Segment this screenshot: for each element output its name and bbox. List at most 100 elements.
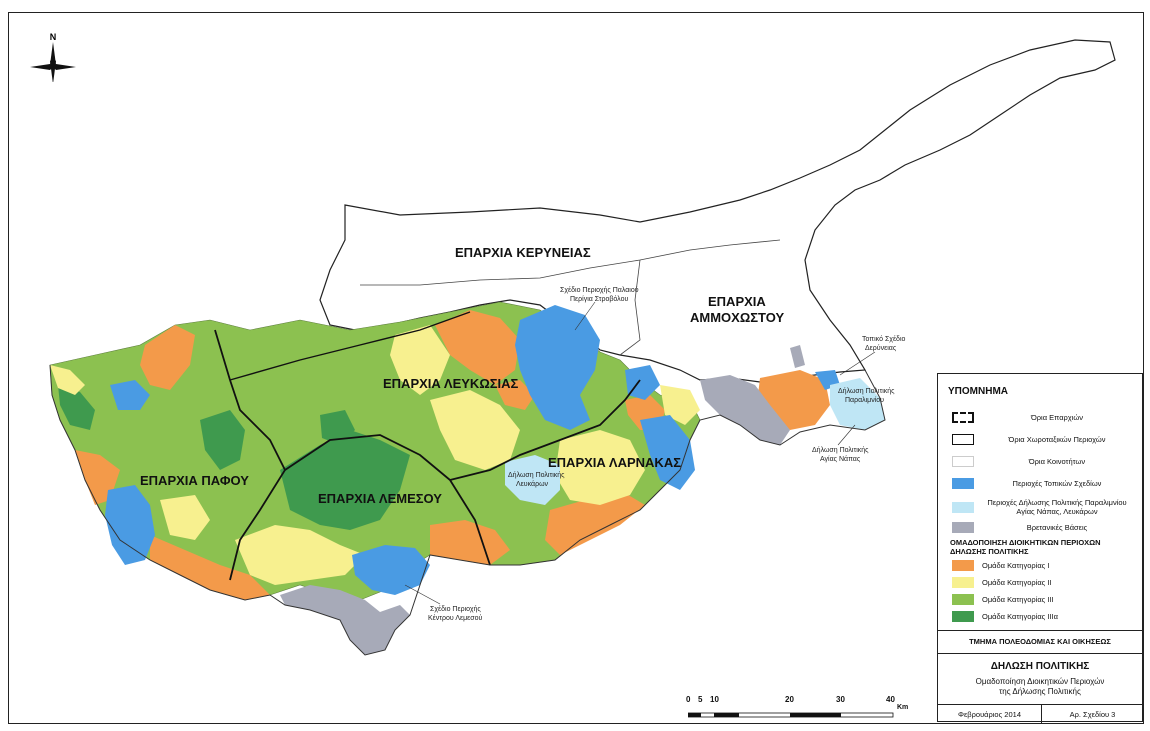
label-kyrenia: ΕΠΑΡΧΙΑ ΚΕΡΥΝΕΙΑΣ [455, 245, 591, 260]
cat1-chrysochous [140, 325, 195, 390]
famagusta-boundary [619, 259, 641, 356]
leader-agianapa [837, 424, 856, 446]
legend-item-cat1: Ομάδα Κατηγορίας I [952, 560, 1102, 571]
label-famagusta-1: ΕΠΑΡΧΙΑ [708, 294, 766, 309]
leader-paleometocho [574, 301, 596, 331]
annot-agianapa-2: Αγίας Νάπας [820, 455, 861, 463]
plan-date: Φεβρουάριος 2014 [957, 710, 1021, 719]
scale-unit: Km [897, 704, 909, 711]
cat1-nicosia-east [495, 380, 535, 410]
legend-item-cat2: Ομάδα Κατηγορίας II [952, 577, 1102, 588]
cat2-larnaca [555, 430, 645, 505]
legend-footer-separator [1041, 704, 1042, 723]
cat3a-west [58, 385, 95, 430]
legend-swatch [952, 456, 974, 467]
legend-title: ΥΠΟΜΝΗΜΑ [948, 386, 1008, 397]
cat3a-paphos-forest [200, 410, 245, 470]
annot-paleometocho-2: Περίγια Στροβόλου [570, 295, 628, 303]
legend-swatch [952, 560, 974, 571]
district-boundary-nicosia [229, 311, 471, 381]
cat1-paphos-south [150, 535, 270, 600]
drawing-number: Αρ. Σχεδίου 3 [1069, 710, 1116, 719]
cat2-nicosia-south [430, 390, 520, 470]
scale-tick-40: 40 [886, 695, 895, 704]
local-plan-larnaca [640, 415, 695, 490]
scale-tick-5: 5 [698, 695, 703, 704]
legend-label: Όρια Κοινοτήτων [1028, 457, 1086, 466]
district-boundary-larnaca [449, 379, 641, 481]
legend-swatch [952, 434, 974, 445]
local-plan-dali [625, 365, 660, 400]
cat2-nicosia-north [390, 325, 450, 395]
annot-limassol-centre-2: Κέντρου Λεμεσού [428, 614, 482, 622]
annot-lefkara-1: Δήλωση Πολιτικής [508, 472, 565, 479]
legend-swatch [952, 522, 974, 533]
annot-dherynia-1: Τοπικό Σχέδιο [862, 335, 906, 343]
legend-divider [938, 653, 1142, 654]
legend-item-cat3: Ομάδα Κατηγορίας III [952, 594, 1102, 605]
policy-area-paralimni [830, 378, 885, 430]
plan-subtitle-1: Ομαδοποίηση Διοικητικών Περιοχών [975, 677, 1105, 686]
policy-area-lefkara [505, 455, 560, 505]
british-base-akrotiri [280, 585, 410, 655]
label-nicosia: ΕΠΑΡΧΙΑ ΛΕΥΚΩΣΙΑΣ [383, 376, 519, 391]
north-label: N [50, 32, 57, 42]
label-famagusta-2: ΑΜΜΟΧΩΣΤΟΥ [690, 310, 785, 325]
legend-item-district-borders: Όρια Επαρχιών [952, 412, 1132, 423]
annot-paleometocho-1: Σχέδιο Περιοχής Παλαιού [560, 286, 639, 294]
plan-subtitle-2: της Δήλωσης Πολιτικής [999, 687, 1081, 696]
cat1-larnaca-south [545, 490, 645, 555]
legend-label: Βρετανικές Βάσεις [1026, 523, 1088, 532]
legend-swatch [952, 577, 974, 588]
legend-panel: ΥΠΟΜΝΗΜΑ Όρια Επαρχιών Όρια Χωροταξικών … [937, 373, 1143, 723]
north-arrow-icon: N [30, 32, 76, 82]
local-plan-paphos [105, 485, 155, 565]
legend-label: Περιοχές Δήλωσης Πολιτικής Παραλιμνίου Α… [987, 498, 1127, 516]
plan-title: ΔΗΛΩΣΗ ΠΟΛΙΤΙΚΗΣ [990, 661, 1090, 672]
leader-limassol-centre [404, 584, 441, 605]
scale-tick-10: 10 [710, 695, 719, 704]
annot-agianapa-1: Δήλωση Πολιτικής [812, 447, 869, 454]
kyrenia-boundary [360, 239, 781, 286]
legend-label: Ομάδα Κατηγορίας IIIα [982, 612, 1058, 621]
legend-label: Όρια Επαρχιών [1030, 413, 1084, 422]
scale-tick-0: 0 [686, 695, 691, 704]
label-larnaca: ΕΠΑΡΧΙΑ ΛΑΡΝΑΚΑΣ [548, 455, 681, 470]
legend-item-british-bases: Βρετανικές Βάσεις [952, 522, 1132, 533]
cat2-paphos-mid [160, 495, 210, 540]
scale-tick-20: 20 [785, 695, 794, 704]
scale-bar-graphic [687, 712, 894, 718]
cat2-limassol [235, 525, 365, 585]
cat1-nicosia-west [435, 310, 520, 385]
legend-swatch [952, 501, 974, 513]
legend-label: Ομάδα Κατηγορίας III [982, 595, 1054, 604]
legend-swatch [952, 594, 974, 605]
label-limassol: ΕΠΑΡΧΙΑ ΛΕΜΕΣΟΥ [318, 491, 442, 506]
south-coast-outline [49, 364, 886, 656]
label-paphos: ΕΠΑΡΧΙΑ ΠΑΦΟΥ [140, 473, 249, 488]
department-name: ΤΜΗΜΑ ΠΟΛΕΟΔΟΜΙΑΣ ΚΑΙ ΟΙΚΗΣΕΩΣ [969, 637, 1111, 646]
legend-swatch [952, 611, 974, 622]
cat3a-central [320, 410, 355, 445]
annot-limassol-centre-1: Σχέδιο Περιοχής [430, 605, 481, 613]
map-frame [8, 12, 1144, 724]
scale-tick-30: 30 [836, 695, 845, 704]
local-plan-polis [110, 380, 150, 410]
legend-group-heading: ΟΜΑΔΟΠΟΙΗΣΗ ΔΙΟΙΚΗΤΙΚΩΝ ΠΕΡΙΟΧΩΝ ΔΗΛΩΣΗΣ… [950, 538, 1101, 556]
legend-item-cat3a: Ομάδα Κατηγορίας IIIα [952, 611, 1102, 622]
legend-item-policy-areas: Περιοχές Δήλωσης Πολιτικής Παραλιμνίου Α… [952, 498, 1132, 516]
annot-dherynia-2: Δερύνειας [865, 344, 897, 352]
legend-swatch [952, 478, 974, 489]
legend-divider [938, 630, 1142, 631]
local-plan-limassol [352, 545, 430, 595]
scale-bar: 0 5 10 20 30 40 Km [686, 695, 908, 724]
district-boundary-limassol [284, 434, 491, 566]
annot-lefkara-2: Λευκάρων [516, 480, 549, 488]
legend-item-planning-borders: Όρια Χωροταξικών Περιοχών [952, 434, 1132, 445]
legend-item-local-plans: Περιοχές Τοπικών Σχεδίων [952, 478, 1132, 489]
cat1-limassol-east [430, 520, 510, 565]
legend-label: Περιοχές Τοπικών Σχεδίων [1012, 479, 1102, 488]
legend-swatch [952, 412, 974, 423]
legend-divider [938, 704, 1142, 705]
